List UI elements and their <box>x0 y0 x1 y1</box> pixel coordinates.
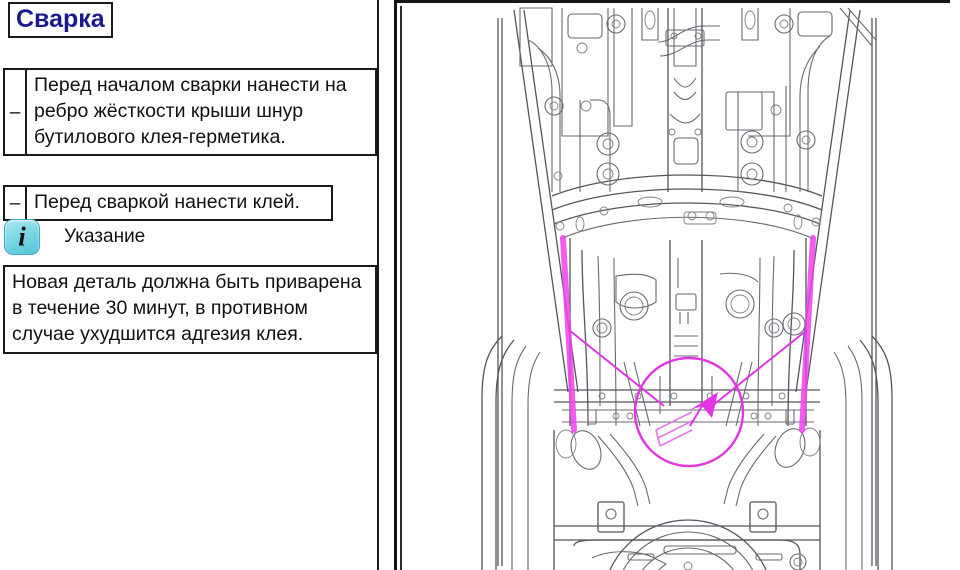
bullet-marker: – <box>5 187 27 219</box>
panel-divider <box>377 0 379 570</box>
page-title-box: Сварка <box>8 2 113 38</box>
note-label: Указание <box>64 226 146 247</box>
right-roof-rail-bead <box>799 235 816 433</box>
left-roof-rail-bead <box>560 235 577 433</box>
bullet-marker: – <box>5 70 27 154</box>
note-header: i Указание <box>4 218 374 256</box>
car-body-technical-drawing: .ln { fill:none; stroke:#55555e; stroke-… <box>402 6 950 570</box>
info-icon: i <box>4 219 40 255</box>
front-panel-details <box>519 7 877 192</box>
rear-section <box>481 335 893 570</box>
detail-circle <box>633 356 745 468</box>
note-box: Новая деталь должна быть приварена в теч… <box>3 265 377 354</box>
illustration-panel: .ln { fill:none; stroke:#55555e; stroke-… <box>390 0 960 570</box>
instruction-text-2: Перед сваркой нанести клей. <box>34 191 300 213</box>
note-text: Новая деталь должна быть приварена в теч… <box>12 271 362 345</box>
adhesive-bead-highlights <box>560 235 816 433</box>
adhesive-bead-arrow <box>655 392 718 447</box>
detail-callout <box>568 329 808 468</box>
instruction-text-1: Перед началом сварки нанести на ребро жё… <box>34 74 347 148</box>
page-title: Сварка <box>16 5 105 33</box>
illustration-frame: .ln { fill:none; stroke:#55555e; stroke-… <box>394 0 950 570</box>
instruction-item-2: – Перед сваркой нанести клей. <box>3 185 333 221</box>
cross-member <box>554 389 820 425</box>
body-outline <box>497 9 877 566</box>
info-icon-glyph: i <box>18 221 26 252</box>
illustration-frame-inner: .ln { fill:none; stroke:#55555e; stroke-… <box>400 6 950 570</box>
instructions-panel: Сварка – Перед началом сварки нанести на… <box>0 0 379 570</box>
instruction-item-1: – Перед началом сварки нанести на ребро … <box>3 68 377 156</box>
